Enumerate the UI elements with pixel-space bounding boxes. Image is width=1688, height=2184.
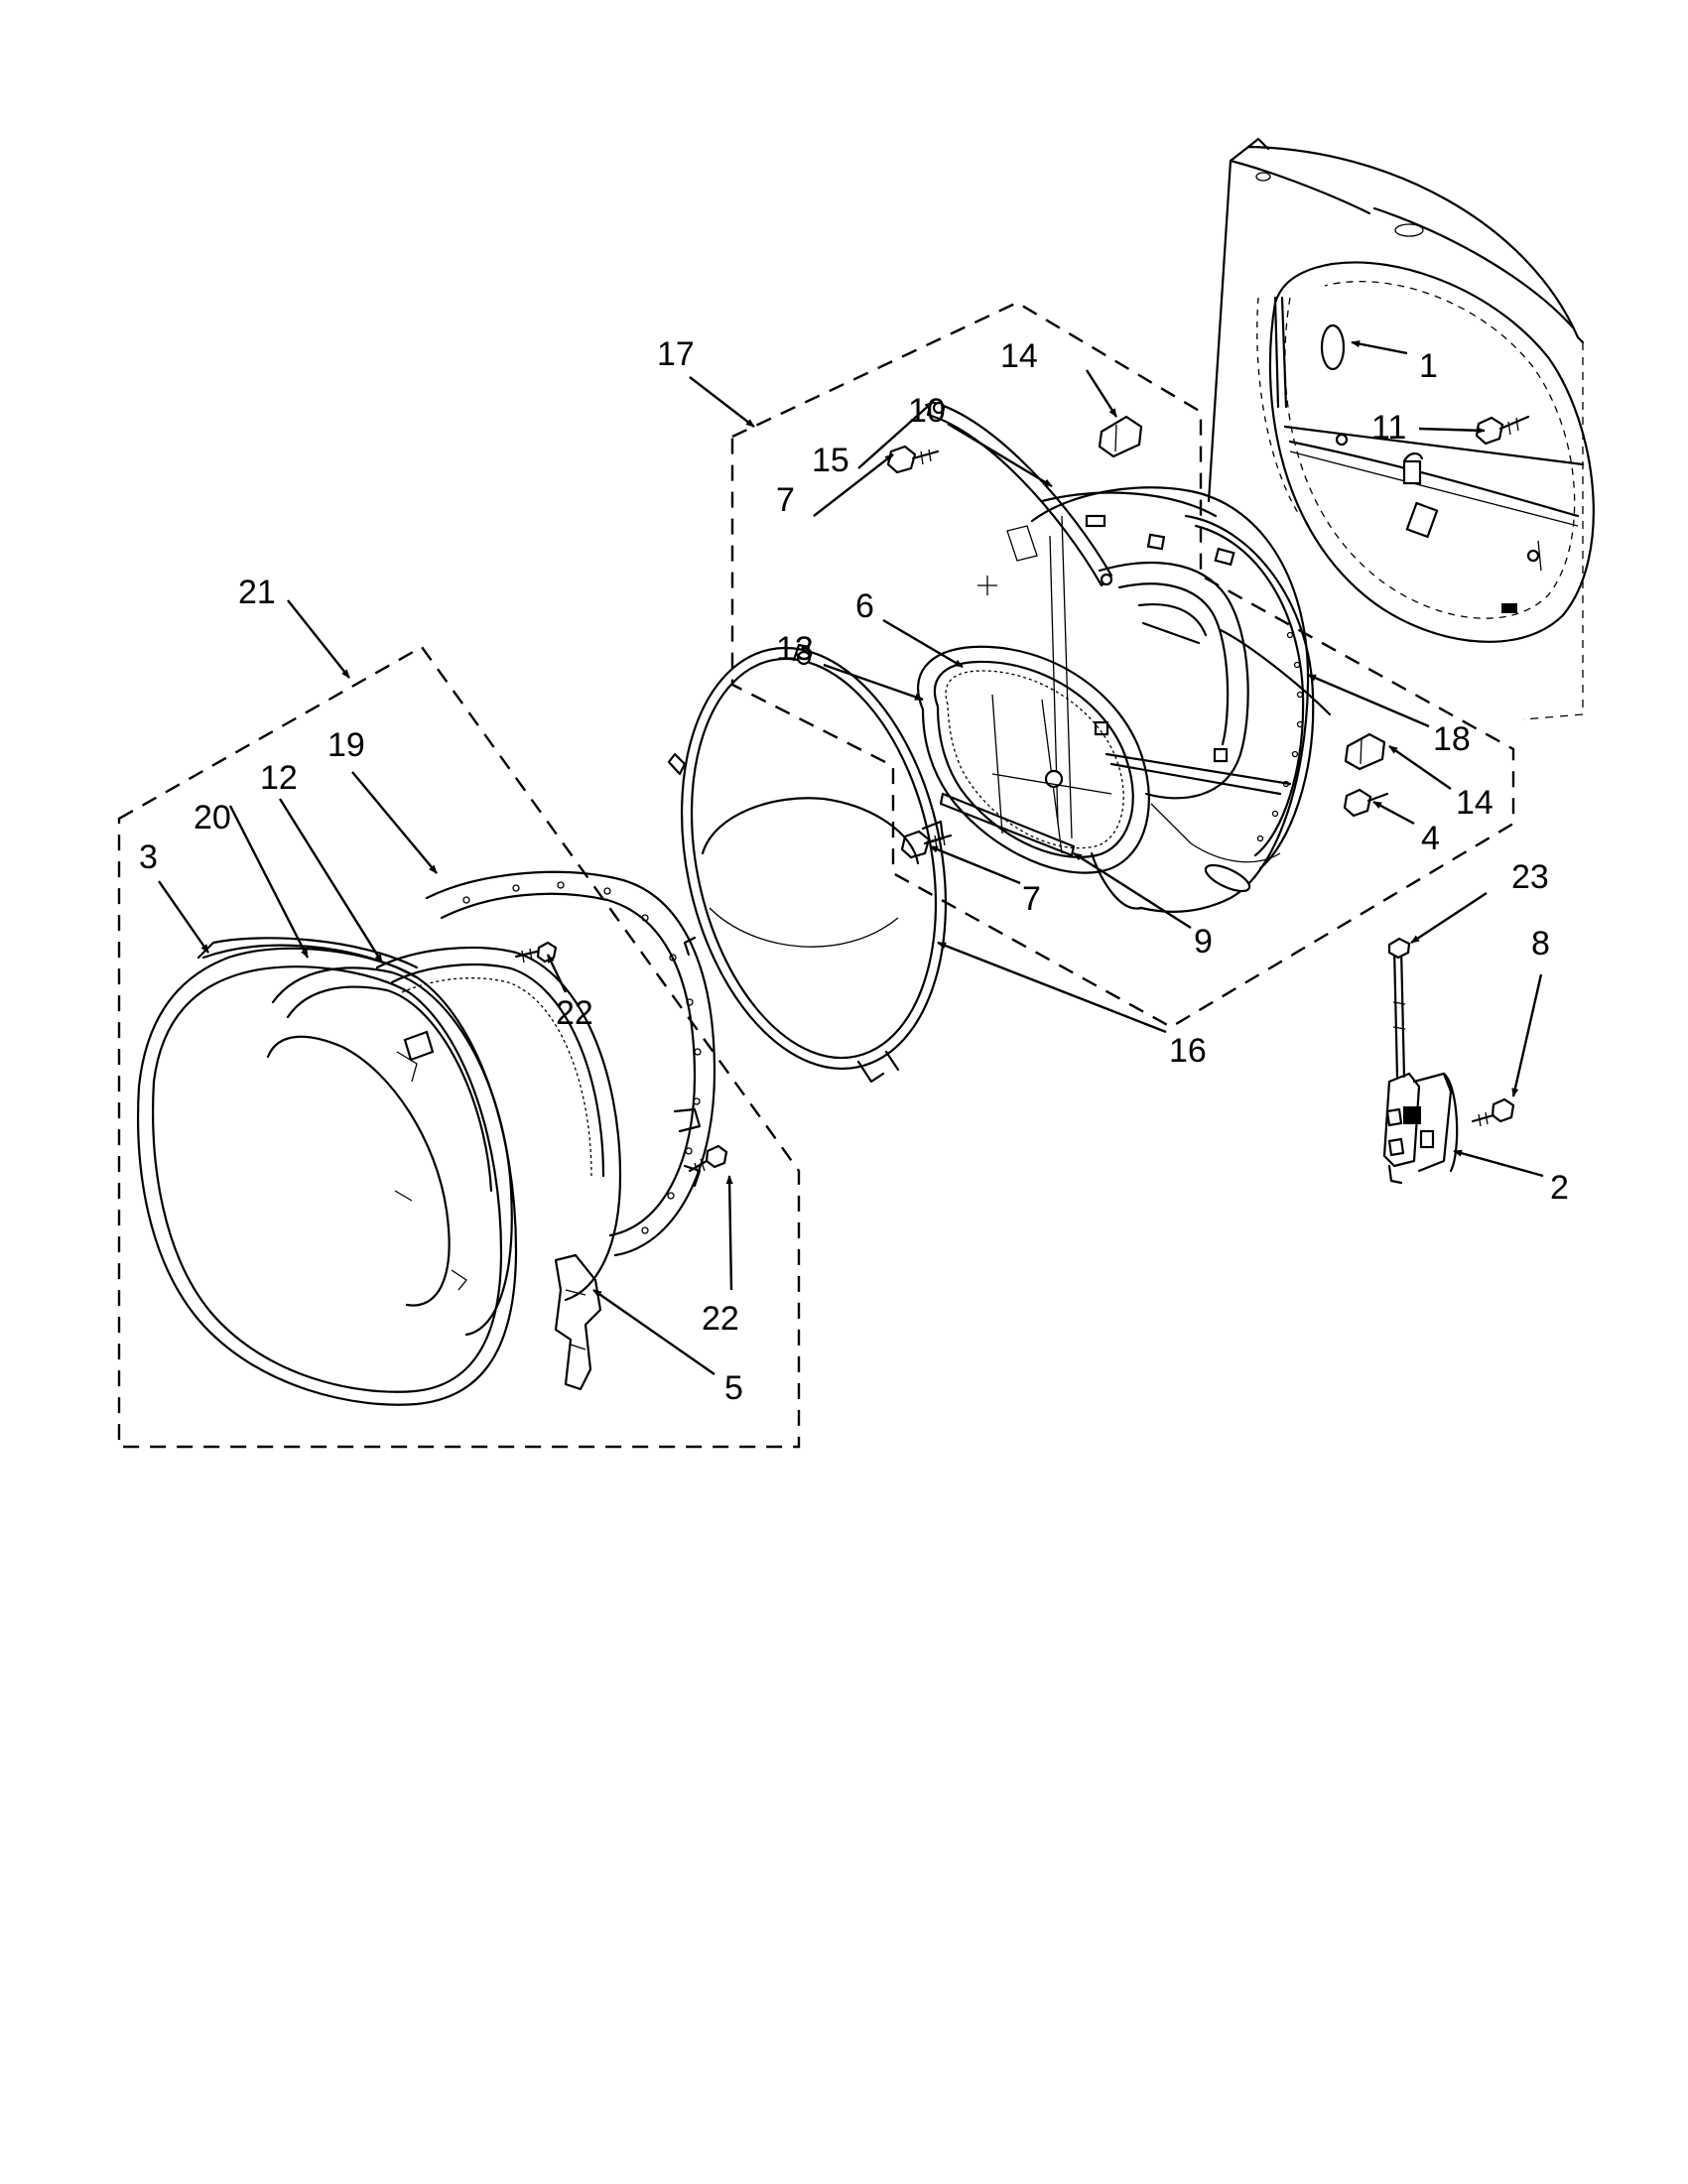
inner-door-ring	[425, 870, 716, 1257]
callout-17: 17	[657, 335, 695, 373]
door-seal-and-panel	[917, 645, 1150, 874]
callout-6: 6	[855, 587, 874, 625]
callout-11: 11	[1371, 409, 1406, 447]
screw-8	[1471, 1097, 1515, 1127]
callout-15: 15	[812, 442, 849, 479]
callout-22a: 22	[556, 994, 593, 1032]
callout-9: 9	[1194, 923, 1213, 961]
callout-18: 18	[1433, 720, 1471, 758]
callout-14a: 14	[1000, 337, 1038, 375]
callout-10: 10	[908, 392, 946, 430]
group-boundary-17	[730, 301, 1515, 1029]
screw-7-upper	[886, 445, 940, 474]
callout-7b: 7	[1022, 880, 1041, 918]
screw-11	[1475, 415, 1530, 446]
group-boundary-21	[117, 645, 801, 1449]
callout-16: 16	[1169, 1032, 1207, 1070]
trim-strip	[939, 792, 1076, 857]
callout-13: 13	[776, 630, 814, 668]
clip-14-upper	[1098, 415, 1143, 458]
callout-5: 5	[724, 1369, 743, 1407]
callout-labels: 1 2 3 4 5 6 7 7 8 9 10 11 12 13 14 14 15…	[139, 335, 1569, 1407]
inner-front-frame	[1006, 486, 1315, 913]
clip-14-lower	[1344, 732, 1386, 771]
callout-19: 19	[327, 726, 365, 764]
callout-8: 8	[1531, 925, 1550, 963]
callout-2: 2	[1550, 1169, 1569, 1207]
callout-7a: 7	[776, 481, 795, 519]
screw-22-lower	[688, 1144, 728, 1176]
door-ring	[667, 643, 948, 1084]
callout-22b: 22	[702, 1300, 739, 1338]
hinge-assembly	[1382, 937, 1459, 1185]
door-bezel-and-glass	[136, 937, 622, 1406]
callout-20: 20	[194, 799, 231, 836]
screw-4	[1343, 788, 1389, 818]
callout-3: 3	[139, 838, 158, 876]
callout-4: 4	[1421, 820, 1440, 857]
callout-23: 23	[1511, 858, 1549, 896]
callout-1: 1	[1419, 347, 1438, 385]
leader-lines	[158, 340, 1544, 1375]
bracket-bar	[926, 400, 1113, 595]
callout-12: 12	[260, 759, 298, 797]
callout-21: 21	[238, 574, 276, 611]
latch-strike	[554, 1253, 602, 1391]
callout-14b: 14	[1456, 784, 1493, 822]
cabinet-front-panel	[1207, 137, 1595, 720]
